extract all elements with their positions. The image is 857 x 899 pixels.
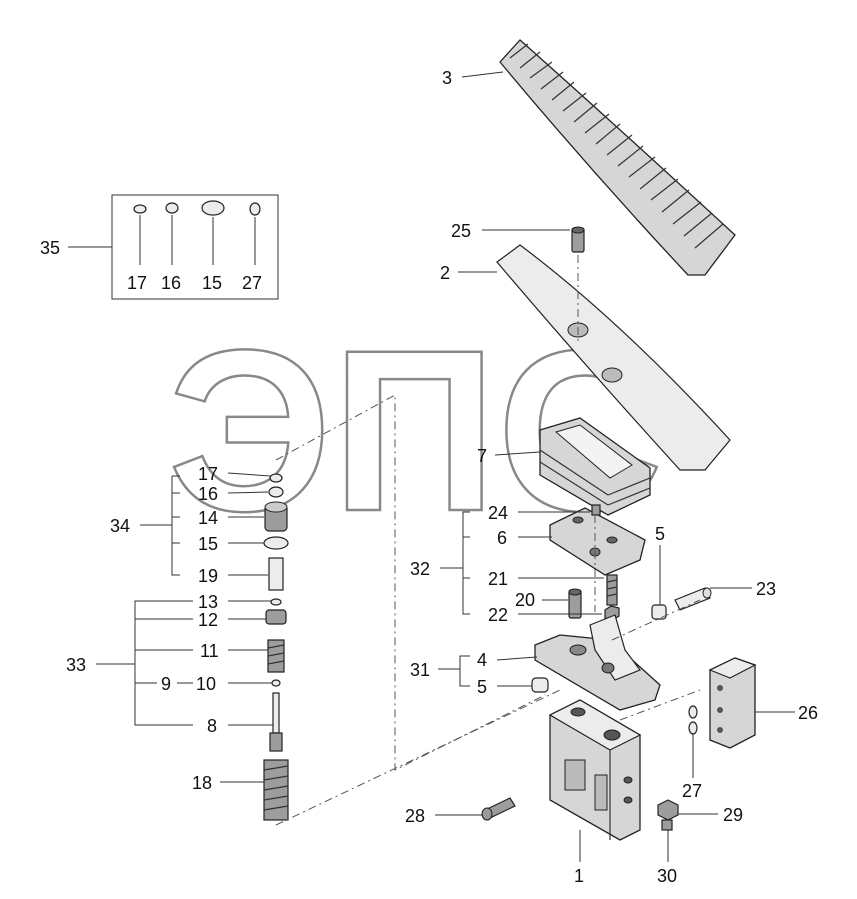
kit-item-17: 17 [127, 273, 147, 293]
kit-item-16: 16 [161, 273, 181, 293]
manifold-26 [708, 657, 757, 749]
fitting-29 [657, 799, 679, 821]
oring-27-icon [249, 202, 261, 216]
label-29: 29 [723, 805, 743, 825]
label-10: 10 [196, 674, 216, 694]
pedal-pad [499, 39, 736, 276]
plug-30 [661, 819, 673, 831]
label-34: 34 [110, 516, 130, 536]
label-1: 1 [574, 866, 584, 886]
valve-body-1 [548, 699, 642, 841]
part-16 [268, 486, 284, 498]
leader-lines [96, 71, 795, 862]
spring-21 [606, 574, 618, 606]
label-5-lower: 5 [477, 677, 487, 697]
label-20: 20 [515, 590, 535, 610]
label-23: 23 [756, 579, 776, 599]
pin-23 [674, 587, 712, 611]
bracket-6 [549, 507, 646, 576]
label-4: 4 [477, 650, 487, 670]
label-24: 24 [488, 503, 508, 523]
label-28: 28 [405, 806, 425, 826]
label-9: 9 [161, 674, 171, 694]
label-16: 16 [198, 484, 218, 504]
oring-15-icon [201, 200, 225, 216]
kit-box: 35 17 16 15 27 [40, 194, 279, 300]
screw-24 [591, 504, 601, 516]
label-12: 12 [198, 610, 218, 630]
label-11: 11 [200, 641, 219, 661]
label-15: 15 [198, 534, 218, 554]
part-13 [270, 598, 282, 606]
label-30: 30 [657, 866, 677, 886]
center-lines [275, 255, 701, 826]
label-13: 13 [198, 592, 218, 612]
label-5-upper: 5 [655, 524, 665, 544]
bolt-28 [481, 797, 516, 821]
label-33: 33 [66, 655, 86, 675]
lever-4 [534, 614, 661, 711]
part-17 [269, 473, 283, 483]
label-26: 26 [798, 703, 818, 723]
label-35: 35 [40, 238, 60, 258]
left-assembly [263, 473, 289, 821]
label-6: 6 [497, 528, 507, 548]
label-22: 22 [488, 605, 508, 625]
part-8-tip [269, 732, 283, 752]
part-labels: 3 25 2 7 17 16 14 34 15 19 24 6 32 5 21 … [66, 68, 818, 886]
label-14: 14 [198, 508, 218, 528]
kit-item-15: 15 [202, 273, 222, 293]
part-12 [265, 609, 287, 625]
label-7: 7 [477, 446, 487, 466]
part-8 [272, 692, 280, 734]
label-18: 18 [192, 773, 212, 793]
part-10 [271, 679, 281, 687]
label-31: 31 [410, 660, 430, 680]
spring-18 [263, 759, 289, 821]
boot-7 [539, 417, 651, 516]
oring-27-b [688, 721, 698, 735]
part-15 [263, 536, 289, 550]
label-21: 21 [488, 569, 508, 589]
bolt-25 [571, 226, 585, 253]
label-2: 2 [440, 263, 450, 283]
part-19 [268, 557, 284, 591]
kit-item-27: 27 [242, 273, 262, 293]
bolt-20 [568, 588, 582, 619]
pin-5-lower [531, 677, 549, 693]
label-27: 27 [682, 781, 702, 801]
part-11 [267, 639, 285, 673]
label-32: 32 [410, 559, 430, 579]
label-17: 17 [198, 464, 218, 484]
label-8: 8 [207, 716, 217, 736]
oring-17-icon [133, 204, 147, 214]
pin-5-upper [651, 604, 667, 620]
ring-16-icon [165, 202, 179, 214]
label-19: 19 [198, 566, 218, 586]
label-3: 3 [442, 68, 452, 88]
label-25: 25 [451, 221, 471, 241]
oring-27-a [688, 705, 698, 719]
